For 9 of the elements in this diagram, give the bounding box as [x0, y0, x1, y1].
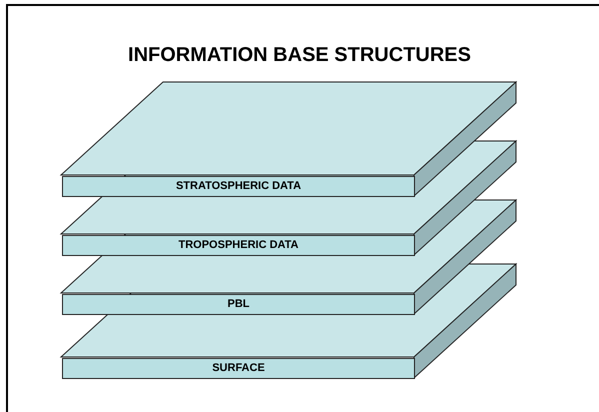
layer-label: PBL — [226, 297, 250, 312]
layer-slab — [62, 294, 415, 315]
layer-label: STRATOSPHERIC DATA — [174, 179, 302, 194]
title: INFORMATION BASE STRUCTURES — [127, 44, 472, 67]
layer-slab — [62, 235, 415, 256]
layer-label: SURFACE — [211, 361, 266, 376]
layer-slab — [62, 358, 415, 379]
layer-slab — [62, 176, 415, 197]
layer-label: TROPOSPHERIC DATA — [178, 238, 300, 253]
